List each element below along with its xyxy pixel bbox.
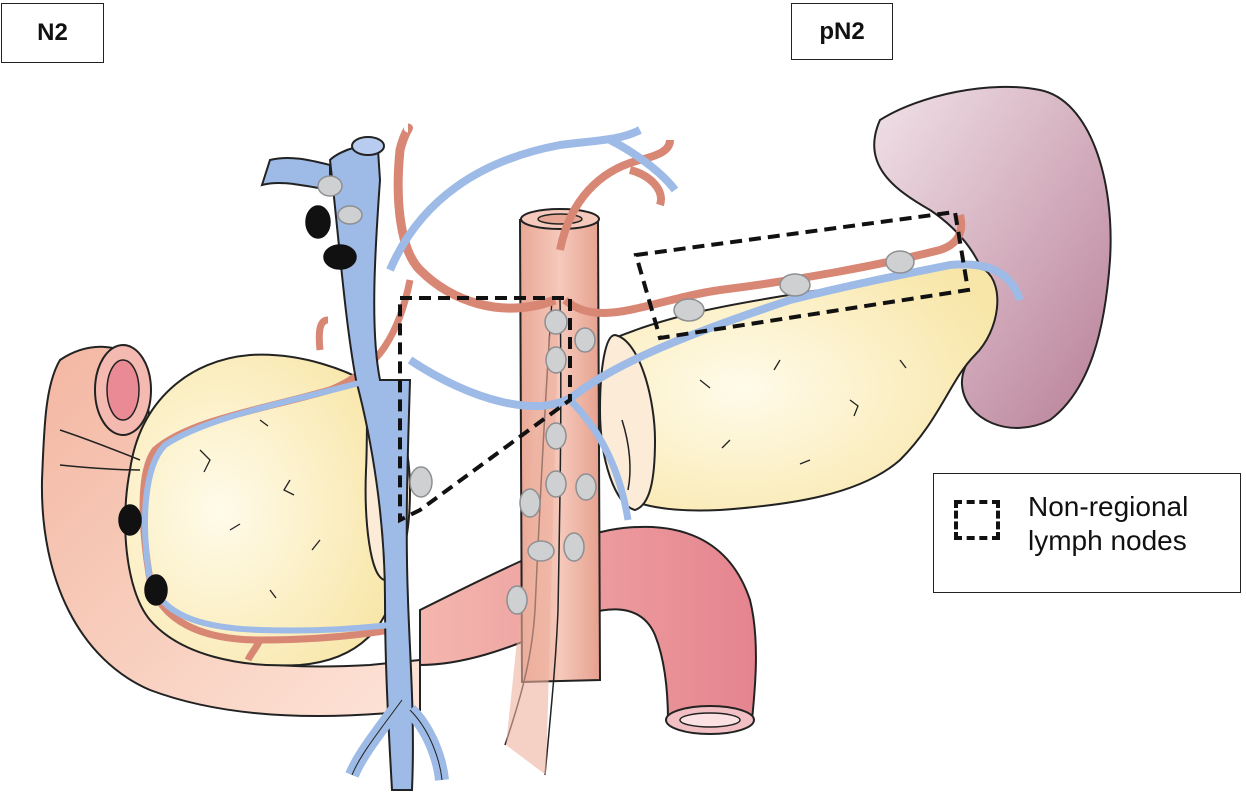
non-regional-lymph-node	[545, 470, 567, 498]
n2-label-text: N2	[37, 19, 68, 46]
left-gastric-vein	[386, 126, 679, 272]
regional-lymph-node	[323, 244, 357, 270]
pancreatic-head	[124, 353, 397, 667]
non-regional-region	[398, 209, 971, 524]
pn2-label: pN2	[791, 3, 893, 60]
portal-vein	[328, 144, 414, 791]
legend: Non-regional lymph nodes	[933, 473, 1241, 593]
legend-text: Non-regional lymph nodes	[1028, 490, 1188, 558]
spleen	[873, 85, 1112, 429]
non-regional-region-right	[633, 209, 971, 341]
non-regional-lymph-node	[563, 532, 585, 562]
left-gastric-artery	[556, 139, 674, 251]
legend-dashed-swatch	[954, 500, 1000, 540]
non-regional-region-left	[398, 296, 572, 524]
non-regional-lymph-node	[574, 327, 596, 353]
non-regional-lymph-node	[885, 250, 915, 274]
non-regional-lymph-node	[519, 488, 541, 518]
non-regional-lymph-node	[575, 473, 597, 501]
non-regional-lymph-node	[317, 175, 343, 197]
non-regional-lymph-node	[527, 540, 555, 562]
non-regional-lymph-node	[545, 346, 567, 374]
legend-line-2: lymph nodes	[1028, 525, 1187, 556]
legend-line-1: Non-regional	[1028, 491, 1189, 522]
pancreaticoduodenal-vein	[142, 377, 391, 634]
regional-lymph-node	[144, 574, 168, 606]
non-regional-lymph-node	[673, 298, 705, 322]
n2-label: N2	[1, 3, 104, 63]
gastroduodenal-artery	[139, 279, 414, 644]
non-regional-lymph-node	[409, 466, 433, 498]
non-regional-lymph-node	[544, 309, 568, 335]
non-regional-lymph-node	[779, 273, 811, 297]
lobule-markings	[199, 359, 907, 599]
regional-lymph-node	[305, 205, 331, 239]
non-regional-lymph-node	[506, 585, 528, 615]
inferior-mesenteric-vein	[567, 397, 632, 521]
regional-lymph-node	[118, 504, 142, 536]
splenic-vein	[407, 260, 1024, 410]
non-regional-lymph-node	[337, 205, 363, 225]
non-regional-lymph-node	[545, 422, 567, 450]
pn2-label-text: pN2	[819, 17, 865, 45]
